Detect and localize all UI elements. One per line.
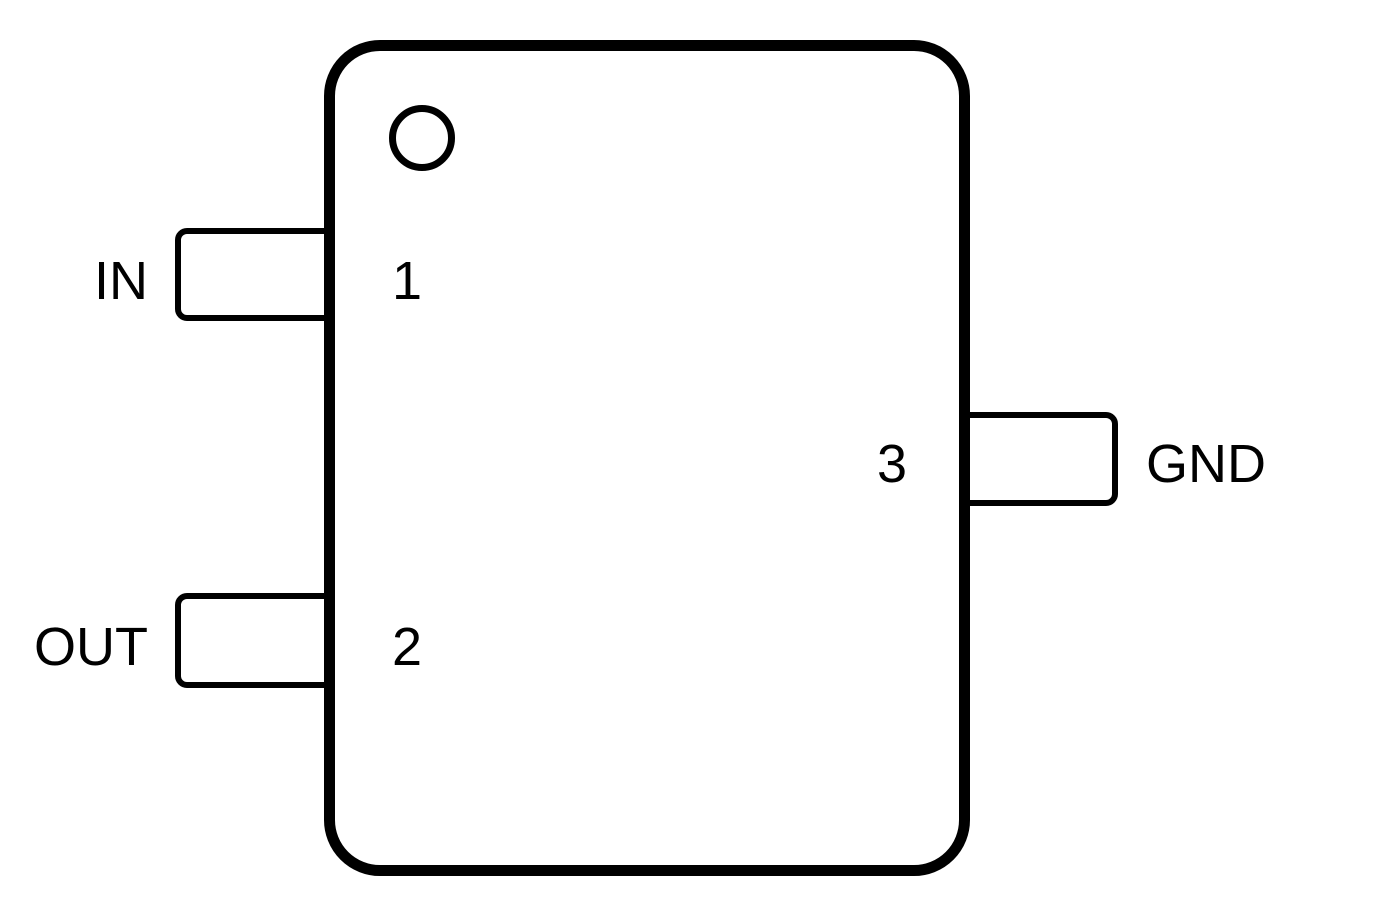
pin3-pad — [956, 412, 1118, 506]
pin1-number-label: 1 — [392, 251, 423, 311]
pin1-name-label: IN — [94, 251, 148, 311]
pin2-pad — [175, 593, 335, 688]
pin3-number-label: 3 — [877, 434, 908, 494]
pin3-name-label: GND — [1146, 434, 1266, 494]
pin1-pad — [175, 228, 335, 321]
ic-body — [324, 40, 970, 876]
pin2-number-label: 2 — [392, 617, 423, 677]
pin2-name-label: OUT — [34, 617, 148, 677]
pin1-indicator-circle-icon — [389, 105, 455, 171]
